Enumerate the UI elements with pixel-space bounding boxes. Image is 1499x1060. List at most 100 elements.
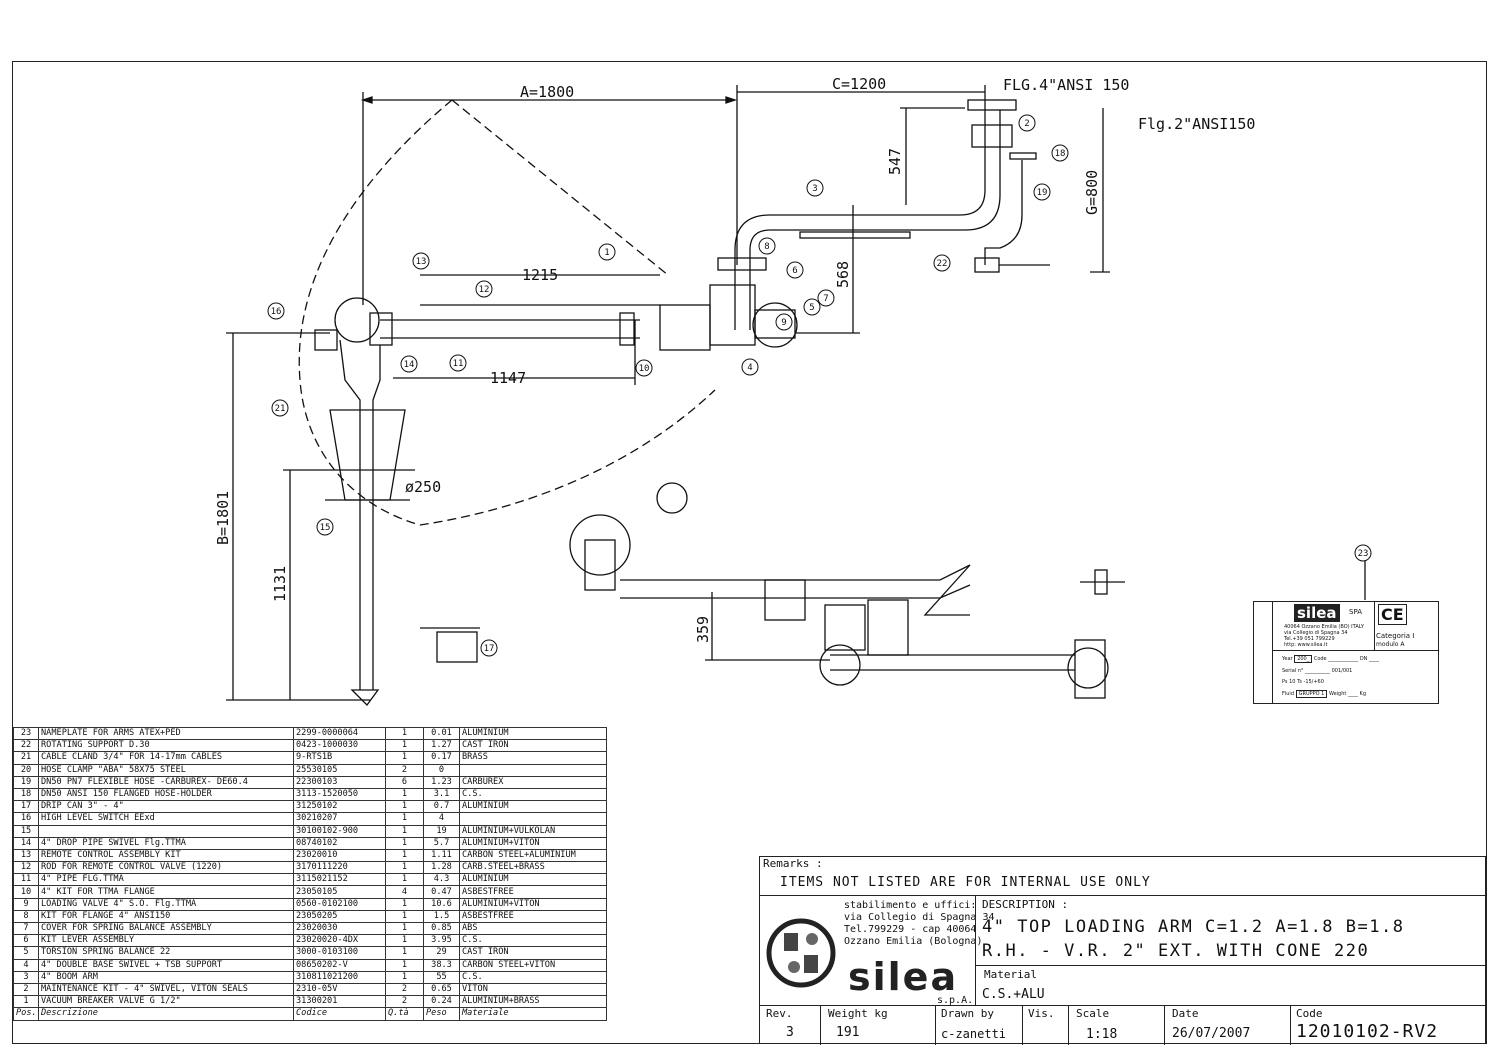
parts-cell-desc: ROTATING SUPPORT D.30 bbox=[38, 739, 294, 753]
parts-cell-desc: 4" KIT FOR TTMA FLANGE bbox=[38, 885, 294, 899]
balloon-2-circle bbox=[1018, 114, 1036, 132]
balloon-9-label: 9 bbox=[781, 318, 786, 328]
parts-cell-code: 3000-0103100 bbox=[293, 946, 386, 960]
parts-cell-qty: 1 bbox=[385, 909, 424, 924]
parts-cell-material: ASBESTFREE bbox=[459, 909, 607, 924]
rev-label: Rev. bbox=[766, 1007, 793, 1020]
parts-cell-qty: 6 bbox=[385, 775, 424, 789]
balloon-15-circle bbox=[316, 518, 334, 536]
parts-cell-weight: 1.28 bbox=[423, 861, 460, 875]
date-value: 26/07/2007 bbox=[1172, 1026, 1251, 1041]
parts-cell-material: CARB.STEEL+BRASS bbox=[459, 861, 607, 875]
balloon-16-circle bbox=[267, 302, 285, 320]
balloon-12-circle bbox=[475, 280, 493, 298]
parts-cell-pos: 11 bbox=[13, 873, 39, 887]
balloon-10-label: 10 bbox=[639, 364, 650, 374]
parts-cell-code: 31300201 bbox=[293, 995, 386, 1009]
balloon-2-label: 2 bbox=[1024, 119, 1029, 129]
parts-cell-pos: 6 bbox=[13, 934, 39, 948]
drip-can bbox=[436, 631, 478, 663]
balloon-14-label: 14 bbox=[404, 360, 415, 370]
dim-568-label: 568 bbox=[834, 261, 852, 288]
parts-cell-pos: 5 bbox=[13, 946, 39, 960]
parts-cell-pos: 13 bbox=[13, 848, 39, 863]
balloon-13-label: 13 bbox=[416, 257, 427, 267]
drawn-by-label: Drawn by bbox=[941, 1007, 994, 1020]
parts-cell-material bbox=[459, 763, 607, 777]
parts-cell-qty: 1 bbox=[385, 970, 424, 984]
parts-cell-qty: 1 bbox=[385, 751, 424, 765]
parts-cell-material: ALUMINIUM+VITON bbox=[459, 897, 607, 911]
parts-cell-pos: 3 bbox=[13, 970, 39, 984]
description-line-2: R.H. - V.R. 2" EXT. WITH CONE 220 bbox=[982, 941, 1370, 961]
parts-cell-pos: 4 bbox=[13, 958, 39, 972]
balloon-3-circle bbox=[806, 179, 824, 197]
reach-envelope-arc bbox=[298, 99, 716, 526]
flange-2-inch bbox=[1009, 152, 1037, 160]
parts-cell-material: ABS bbox=[459, 921, 607, 936]
balloon-7-circle bbox=[817, 289, 835, 307]
parts-cell-desc: COVER FOR SPRING BALANCE ASSEMBLY bbox=[38, 921, 294, 936]
modulo: modulo A bbox=[1376, 641, 1405, 648]
ce-mark: CE bbox=[1378, 604, 1407, 625]
parts-cell-desc: ROD FOR REMOTE CONTROL VALVE (1220) bbox=[38, 861, 294, 875]
logo-wordmark: silea bbox=[848, 955, 959, 999]
parts-cell-code: 23020010 bbox=[293, 848, 386, 863]
parts-cell-code: 3113-1520050 bbox=[293, 787, 386, 802]
front-swivel bbox=[569, 514, 631, 576]
balloon-21-label: 21 bbox=[275, 404, 286, 414]
parts-cell-desc: VACUUM BREAKER VALVE G 1/2" bbox=[38, 995, 294, 1009]
parts-cell-weight: 0.47 bbox=[423, 885, 460, 899]
parts-cell-qty: 1 bbox=[385, 934, 424, 948]
parts-cell-code: 3170111220 bbox=[293, 861, 386, 875]
parts-cell-qty: 1 bbox=[385, 726, 424, 741]
parts-header-qty: Q.tà bbox=[385, 1007, 424, 1021]
parts-cell-desc: KIT LEVER ASSEMBLY bbox=[38, 934, 294, 948]
balloon-11-label: 11 bbox=[453, 359, 464, 369]
parts-cell-code: 31250102 bbox=[293, 800, 386, 814]
parts-cell-material: CARBON STEEL+ALUMINIUM bbox=[459, 848, 607, 863]
parts-cell-code: 23020030 bbox=[293, 921, 386, 936]
parts-cell-qty: 2 bbox=[385, 763, 424, 777]
parts-cell-weight: 4 bbox=[423, 812, 460, 826]
parts-cell-desc: MAINTENANCE KIT - 4" SWIVEL, VITON SEALS bbox=[38, 982, 294, 997]
parts-cell-qty: 1 bbox=[385, 946, 424, 960]
parts-header-code: Codice bbox=[293, 1007, 386, 1021]
balloon-19-circle bbox=[1033, 183, 1051, 201]
parts-cell-material: ALUMINIUM+BRASS bbox=[459, 995, 607, 1009]
parts-cell-desc: HIGH LEVEL SWITCH EExd bbox=[38, 812, 294, 826]
parts-cell-qty: 2 bbox=[385, 995, 424, 1009]
balloon-22-circle bbox=[933, 254, 951, 272]
parts-cell-pos: 16 bbox=[13, 812, 39, 826]
drop-pipe-swivel bbox=[334, 297, 380, 343]
parts-cell-code: 08740102 bbox=[293, 836, 386, 850]
parts-cell-weight: 1.5 bbox=[423, 909, 460, 924]
parts-cell-code: 23020020-4DX bbox=[293, 934, 386, 948]
parts-cell-weight: 29 bbox=[423, 946, 460, 960]
parts-cell-code: 23050105 bbox=[293, 885, 386, 899]
parts-cell-pos: 21 bbox=[13, 751, 39, 765]
scale-label: Scale bbox=[1076, 1007, 1110, 1020]
balloon-7-label: 7 bbox=[823, 294, 828, 304]
parts-cell-desc: DN50 PN7 FLEXIBLE HOSE -CARBUREX- DE60.4 bbox=[38, 775, 294, 789]
balloon-19-label: 19 bbox=[1037, 188, 1048, 198]
parts-cell-weight: 19 bbox=[423, 824, 460, 838]
dim-diameter-label: ø250 bbox=[405, 478, 441, 496]
parts-cell-qty: 1 bbox=[385, 800, 424, 814]
parts-cell-material: CARBON STEEL+VITON bbox=[459, 958, 607, 972]
balloon-1-label: 1 bbox=[604, 248, 609, 258]
parts-cell-pos: 7 bbox=[13, 921, 39, 936]
parts-header-material: Materiale bbox=[459, 1007, 607, 1021]
parts-cell-pos: 18 bbox=[13, 787, 39, 802]
balloon-5-label: 5 bbox=[809, 303, 814, 313]
parts-cell-code: 22300103 bbox=[293, 775, 386, 789]
